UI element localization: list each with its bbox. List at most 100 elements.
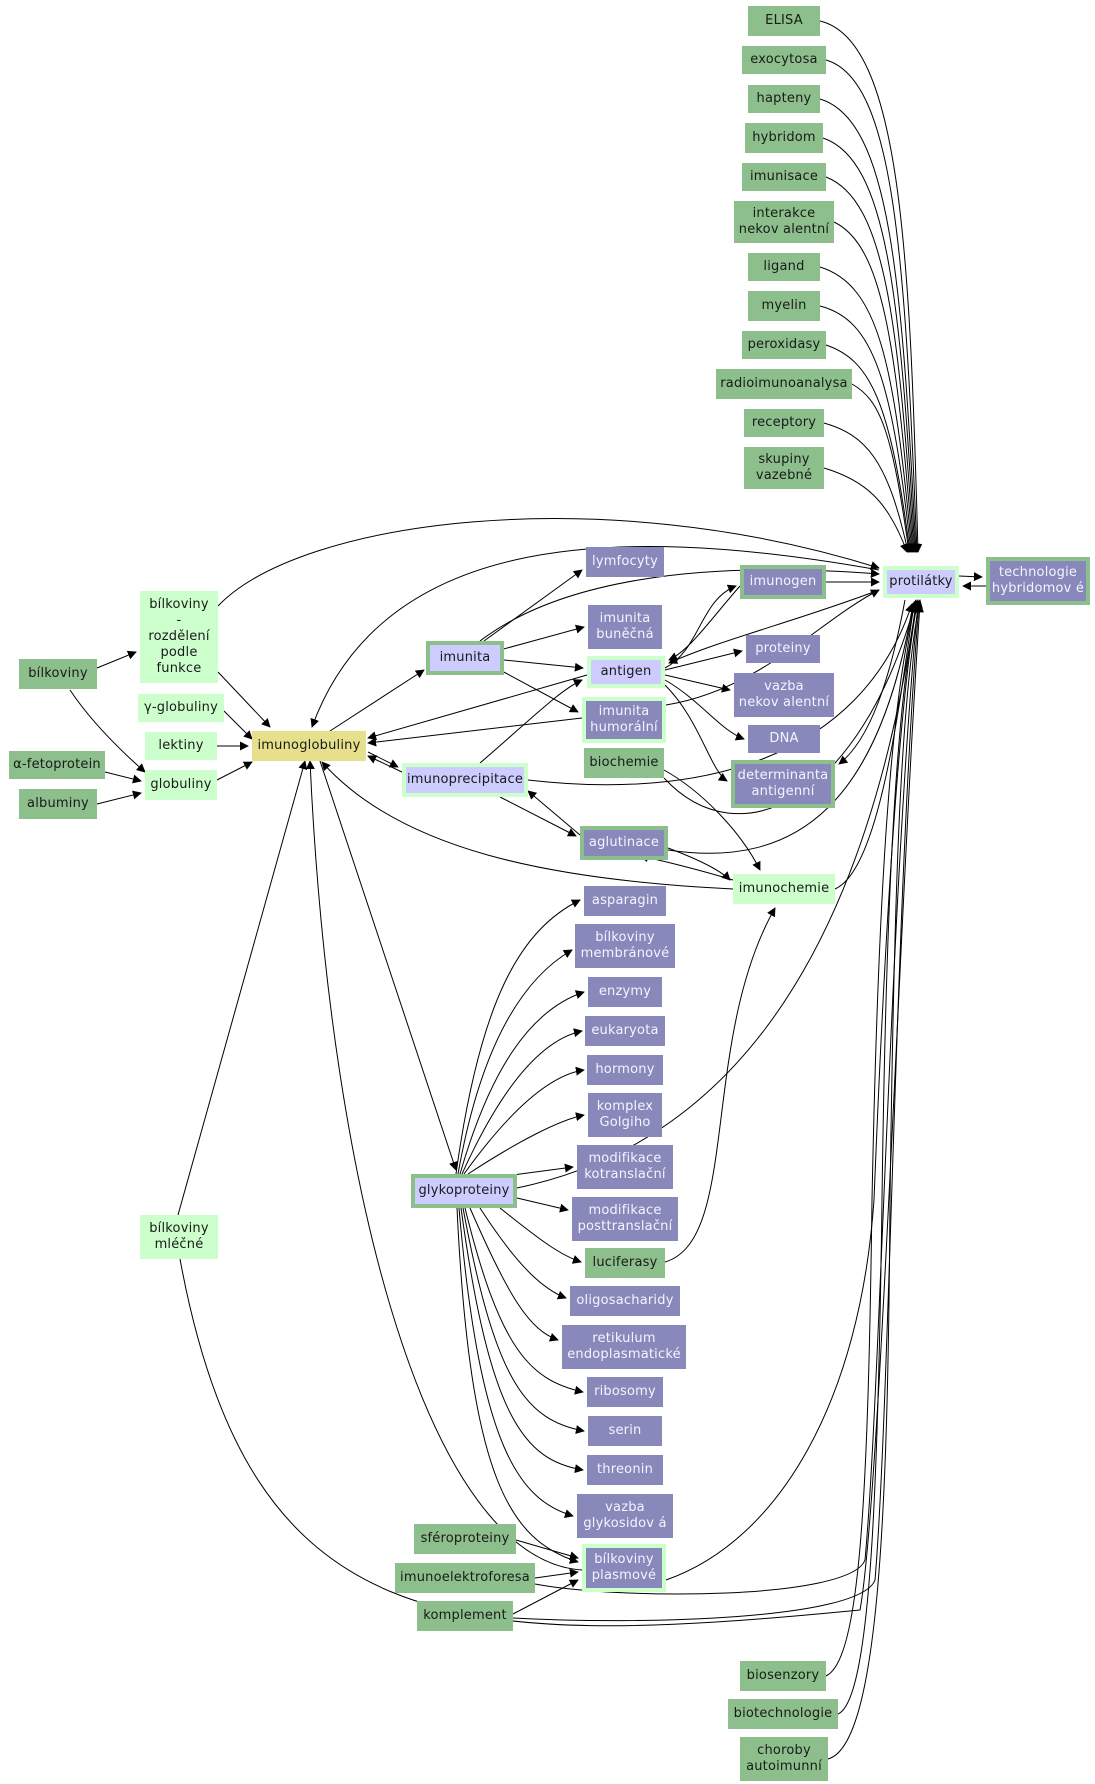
node-imunoglobuliny[interactable]: imunoglobuliny <box>252 731 366 761</box>
node-serin[interactable]: serin <box>588 1416 662 1446</box>
node-exocytosa[interactable]: exocytosa <box>742 46 826 74</box>
node-skupiny-vazebne[interactable]: skupiny vazebné <box>744 447 824 489</box>
node-bilkoviny[interactable]: bílkoviny <box>19 659 97 689</box>
edge-skupiny <box>823 467 909 553</box>
node-enzymy[interactable]: enzymy <box>588 977 662 1007</box>
node-imunoprecipitace[interactable]: imunoprecipitace <box>402 763 528 797</box>
node-proteiny[interactable]: proteiny <box>746 635 820 663</box>
edge-ig-prec <box>367 751 399 768</box>
edge-prec-prot <box>527 603 914 786</box>
node-retikulum-endoplasmaticke[interactable]: retikulum endoplasmatické <box>562 1325 686 1369</box>
edge-prot-det <box>838 599 906 765</box>
edge-ligand <box>819 266 916 553</box>
node-glykoproteiny[interactable]: glykoproteiny <box>411 1174 517 1208</box>
node-hormony[interactable]: hormony <box>587 1055 663 1085</box>
node-imunochemie[interactable]: imunochemie <box>733 874 835 904</box>
edge-ig-imunita <box>329 669 425 732</box>
node-albuminy[interactable]: albuminy <box>19 789 97 819</box>
node-imunogen[interactable]: imunogen <box>740 565 826 599</box>
edge-hybridom <box>822 137 920 553</box>
node-aglutinace[interactable]: aglutinace <box>580 826 668 860</box>
edge-biosenzory <box>825 599 919 1677</box>
node-bilkoviny-membranove[interactable]: bílkoviny membránové <box>575 924 675 968</box>
edge-prot-antigen <box>668 589 880 664</box>
node-radioimunoanalysa[interactable]: radioimunoanalysa <box>716 369 852 399</box>
node-choroby-autoimunni[interactable]: choroby autoimunní <box>740 1737 828 1781</box>
node-imunita[interactable]: imunita <box>426 641 504 675</box>
node-bilkoviny-mlecne[interactable]: bílkoviny mléčné <box>140 1215 218 1259</box>
edge-plasm-prot <box>665 603 921 1581</box>
node-elisa[interactable]: ELISA <box>748 6 820 36</box>
node-modifikace-posttranslacni[interactable]: modifikace posttranslační <box>572 1197 678 1241</box>
node-technologie-hybridomove[interactable]: technologie hybridomov é <box>986 557 1090 605</box>
edge-prec-antigen <box>479 679 583 764</box>
edge-glob-ig <box>216 761 253 781</box>
edge-g-mem <box>457 949 573 1175</box>
edge-imel-prot <box>534 603 922 1595</box>
edge-biotechnologie <box>837 599 921 1715</box>
edge-alfa-glob <box>104 771 142 784</box>
node-ligand[interactable]: ligand <box>748 253 820 281</box>
edge-prec-aglut <box>499 796 577 837</box>
node-oligosacharidy[interactable]: oligosacharidy <box>570 1286 680 1316</box>
node-receptory[interactable]: receptory <box>744 409 824 437</box>
node-komplement[interactable]: komplement <box>417 1601 513 1631</box>
edge-radioimunoanalysa <box>851 383 913 553</box>
node-lymfocyty[interactable]: lymfocyty <box>586 547 664 577</box>
node-biotechnologie[interactable]: biotechnologie <box>728 1699 838 1729</box>
node-antigen[interactable]: antigen <box>587 656 665 688</box>
node-luciferasy[interactable]: luciferasy <box>585 1248 665 1278</box>
edge-g-oligo <box>479 1207 567 1300</box>
edge-mlecne-ig <box>177 760 308 1216</box>
edge-tech1 <box>958 572 983 582</box>
edge-peroxidasy <box>825 344 914 553</box>
node-interakce-nekovalentni[interactable]: interakce nekov alentní <box>734 201 834 243</box>
node-imunisace[interactable]: imunisace <box>742 163 826 191</box>
edge-antigen-proteiny <box>664 648 743 671</box>
node-peroxidasy[interactable]: peroxidasy <box>742 331 826 359</box>
node-protilatky[interactable]: protilátky <box>883 566 959 598</box>
node-modifikace-kotranslacni[interactable]: modifikace kotranslační <box>577 1145 673 1189</box>
node-hybridom[interactable]: hybridom <box>745 123 823 153</box>
node-imunita-humoralni[interactable]: imunita humorální <box>582 697 666 743</box>
edge-mlecne-plasm <box>179 603 924 1627</box>
node-bilkoviny-rozdeleni-podle-funkce[interactable]: bílkoviny - rozdělení podle funkce <box>140 591 218 683</box>
edge-g-post <box>516 1197 569 1213</box>
edge-imunita-lymf <box>483 569 583 642</box>
edge-g-vazba <box>458 1207 574 1518</box>
edge-choroby <box>827 599 923 1760</box>
node-threonin[interactable]: threonin <box>587 1455 663 1485</box>
node-dna[interactable]: DNA <box>748 725 820 753</box>
node-imunita-bunecna[interactable]: imunita buněčná <box>588 605 662 649</box>
node-myelin[interactable]: myelin <box>748 291 820 321</box>
node-imunoelektroforesa[interactable]: imunoelektroforesa <box>395 1563 535 1593</box>
edge-prot-ig <box>310 546 880 728</box>
node-biosenzory[interactable]: biosenzory <box>740 1661 826 1691</box>
node-hapteny[interactable]: hapteny <box>748 85 820 113</box>
node-sferoproteiny[interactable]: sféroproteiny <box>414 1524 516 1554</box>
node-alfa-fetoprotein[interactable]: α-fetoprotein <box>9 751 105 779</box>
node-eukaryota[interactable]: eukaryota <box>585 1016 665 1046</box>
edge-chem-prot <box>834 603 918 890</box>
node-determinanta-antigenni[interactable]: determinanta antigenní <box>731 760 835 808</box>
node-gamma-globuliny[interactable]: γ-globuliny <box>138 694 224 722</box>
node-vazba-nekovalentni[interactable]: vazba nekov alentní <box>734 673 834 717</box>
edge-elisa <box>819 20 923 553</box>
node-asparagin[interactable]: asparagin <box>584 886 666 916</box>
edge-bilkoviny-glob <box>69 689 146 773</box>
edge-g-thr <box>460 1207 584 1474</box>
node-bilkoviny-plasmove[interactable]: bílkoviny plasmové <box>582 1544 666 1592</box>
node-komplex-golgiho[interactable]: komplex Golgiho <box>588 1093 662 1137</box>
node-ribosomy[interactable]: ribosomy <box>587 1377 663 1407</box>
node-globuliny[interactable]: globuliny <box>145 770 217 800</box>
edge-exocytosa <box>825 59 922 553</box>
node-lektiny[interactable]: lektiny <box>145 732 217 760</box>
node-vazba-glykosidova[interactable]: vazba glykosidov á <box>577 1494 673 1538</box>
edge-albuminy-glob <box>96 790 142 805</box>
edge-g-euk <box>461 1028 583 1175</box>
edge-antigen-dna <box>664 679 745 741</box>
edge-plasm-ig <box>305 760 583 1571</box>
edge-imunita-hum <box>499 669 579 713</box>
edge-ig-glyk <box>319 760 458 1171</box>
node-biochemie[interactable]: biochemie <box>584 748 664 778</box>
